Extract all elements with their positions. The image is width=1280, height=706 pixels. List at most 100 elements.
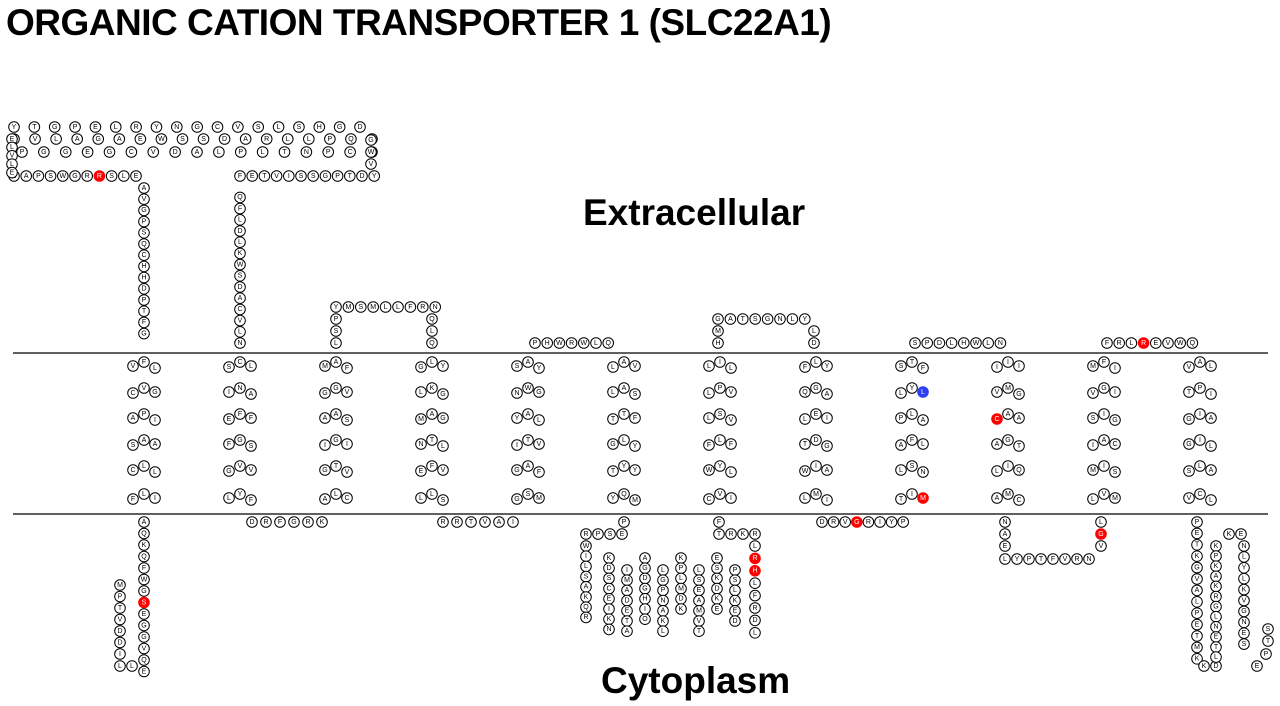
residue-letter: F: [753, 592, 757, 599]
residue: [629, 464, 641, 476]
residue: [999, 553, 1011, 565]
residue-letter: G: [337, 124, 342, 131]
residue-letter: Q: [141, 657, 147, 664]
residue-letter: E: [85, 149, 90, 156]
residue-letter: L: [441, 443, 445, 450]
residue-letter: Q: [802, 389, 808, 396]
residue: [125, 146, 138, 158]
residue-letter: D: [237, 284, 242, 291]
residue: [138, 204, 150, 217]
residue-letter: S: [142, 230, 147, 237]
residue-letter: N: [1086, 556, 1091, 563]
residue-letter: V: [142, 196, 147, 203]
residue-letter: I: [119, 651, 121, 658]
residue-letter: T: [142, 308, 147, 315]
residue-letter: P: [901, 519, 906, 526]
residue: [810, 408, 822, 420]
residue-letter: K: [607, 555, 612, 562]
residue: [138, 434, 150, 446]
residue-letter: V: [238, 463, 243, 470]
residue-letter: G: [141, 207, 146, 214]
residue-letter: H: [715, 340, 720, 347]
residue: [895, 439, 907, 451]
residue: [533, 386, 545, 398]
residue-letter: T: [1195, 633, 1200, 640]
residue: [607, 386, 619, 398]
residue-letter: E: [134, 173, 139, 180]
residue: [1183, 492, 1195, 504]
residue: [138, 215, 150, 228]
residue-letter: A: [1017, 415, 1022, 422]
residue-letter: G: [72, 173, 77, 180]
residue-letter: A: [1003, 531, 1008, 538]
residue-letter: D: [937, 340, 942, 347]
residue-letter: F: [345, 365, 349, 372]
residue-letter: W: [556, 340, 563, 347]
residue: [1194, 356, 1206, 368]
residue-letter: D: [141, 286, 146, 293]
residue: [114, 648, 126, 660]
residue: [1095, 540, 1107, 552]
residue-letter: H: [141, 263, 146, 270]
residue-letter: T: [622, 411, 627, 418]
residue: [71, 133, 83, 145]
residue: [149, 386, 161, 398]
residue-letter: N: [174, 124, 179, 131]
residue-letter: Y: [537, 365, 542, 372]
residue-letter: L: [611, 389, 615, 396]
residue: [991, 492, 1003, 504]
residue: [616, 528, 628, 540]
residue-letter: P: [334, 316, 339, 323]
residue-letter: Q: [429, 316, 435, 323]
residue: [799, 313, 811, 325]
residue-letter: I: [1199, 411, 1201, 418]
residue-letter: W: [141, 576, 148, 583]
residue-letter: A: [430, 411, 435, 418]
residue: [114, 590, 126, 603]
residue: [138, 408, 150, 420]
residue: [138, 327, 150, 340]
residue-letter: V: [142, 645, 147, 652]
residue-letter: S: [256, 124, 261, 131]
residue-letter: A: [497, 519, 502, 526]
residue: [59, 146, 72, 158]
residue: [1194, 488, 1206, 500]
residue: [580, 528, 592, 540]
residue: [604, 528, 616, 540]
residue-letter: Y: [1242, 565, 1247, 572]
residue-letter: G: [63, 149, 68, 156]
residue-letter: Y: [718, 463, 723, 470]
residue: [1002, 434, 1014, 446]
residue: [618, 488, 630, 500]
residue-letter: M: [345, 304, 351, 311]
residue-letter: H: [752, 568, 757, 575]
residue-letter: F: [142, 565, 146, 572]
residue-letter: S: [201, 136, 206, 143]
residue-letter: L: [153, 469, 157, 476]
residue-letter: S: [297, 124, 302, 131]
residue-letter: L: [611, 364, 615, 371]
residue: [982, 337, 995, 349]
residue-letter: S: [910, 463, 915, 470]
residue: [725, 466, 737, 478]
residue-letter: S: [913, 340, 918, 347]
residue: [1191, 516, 1203, 528]
residue-letter: W: [706, 467, 713, 474]
residue-letter: C: [1112, 441, 1117, 448]
residue: [725, 362, 737, 374]
residue-letter: L: [334, 340, 338, 347]
residue-letter: G: [237, 437, 242, 444]
residue-letter: A: [995, 441, 1000, 448]
residue: [245, 412, 257, 424]
residue: [906, 382, 918, 394]
residue-letter: K: [1227, 531, 1232, 538]
residue: [1098, 434, 1110, 446]
residue-letter: P: [20, 149, 25, 156]
residue: [906, 356, 918, 368]
residue-letter: K: [238, 250, 243, 257]
residue-letter: F: [227, 441, 231, 448]
residue-letter: F: [1105, 340, 1109, 347]
residue-letter: A: [142, 519, 147, 526]
residue-letter: L: [122, 173, 126, 180]
residue-letter: G: [333, 385, 338, 392]
